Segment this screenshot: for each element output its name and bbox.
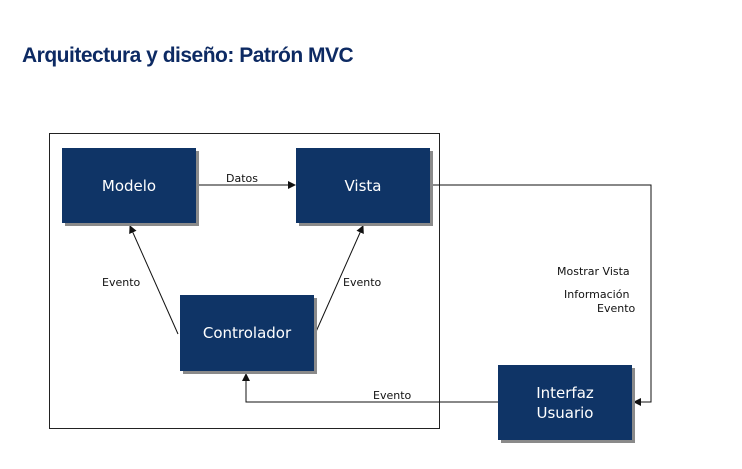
- node-interfaz-label-line1: Interfaz: [536, 383, 594, 402]
- edge-label-informacion: Información: [564, 288, 630, 301]
- edge-label-datos: Datos: [226, 172, 258, 185]
- edge-label-evento-modelo: Evento: [102, 276, 141, 289]
- node-modelo: Modelo: [62, 148, 196, 223]
- node-vista-label: Vista: [344, 176, 382, 195]
- arrow-evento-vista: [314, 225, 364, 335]
- node-interfaz-usuario: Interfaz Usuario: [498, 365, 632, 440]
- edge-label-evento-controlador: Evento: [373, 389, 412, 402]
- node-interfaz-label-line2: Usuario: [536, 403, 594, 422]
- arrow-evento-modelo: [129, 225, 179, 335]
- mvc-frame: [49, 133, 440, 429]
- node-vista: Vista: [296, 148, 430, 223]
- node-controlador-label: Controlador: [202, 324, 292, 342]
- edge-label-evento-vista: Evento: [343, 276, 382, 289]
- node-modelo-label: Modelo: [101, 176, 157, 195]
- node-controlador: Controlador: [180, 295, 314, 371]
- slide-title: Arquitectura y diseño: Patrón MVC: [22, 44, 354, 67]
- arrow-mostrar-vista: [431, 184, 652, 406]
- edge-label-mostrar-vista: Mostrar Vista: [557, 265, 630, 278]
- edge-label-evento-interfaz: Evento: [597, 302, 636, 315]
- arrow-evento-controlador: [242, 373, 498, 403]
